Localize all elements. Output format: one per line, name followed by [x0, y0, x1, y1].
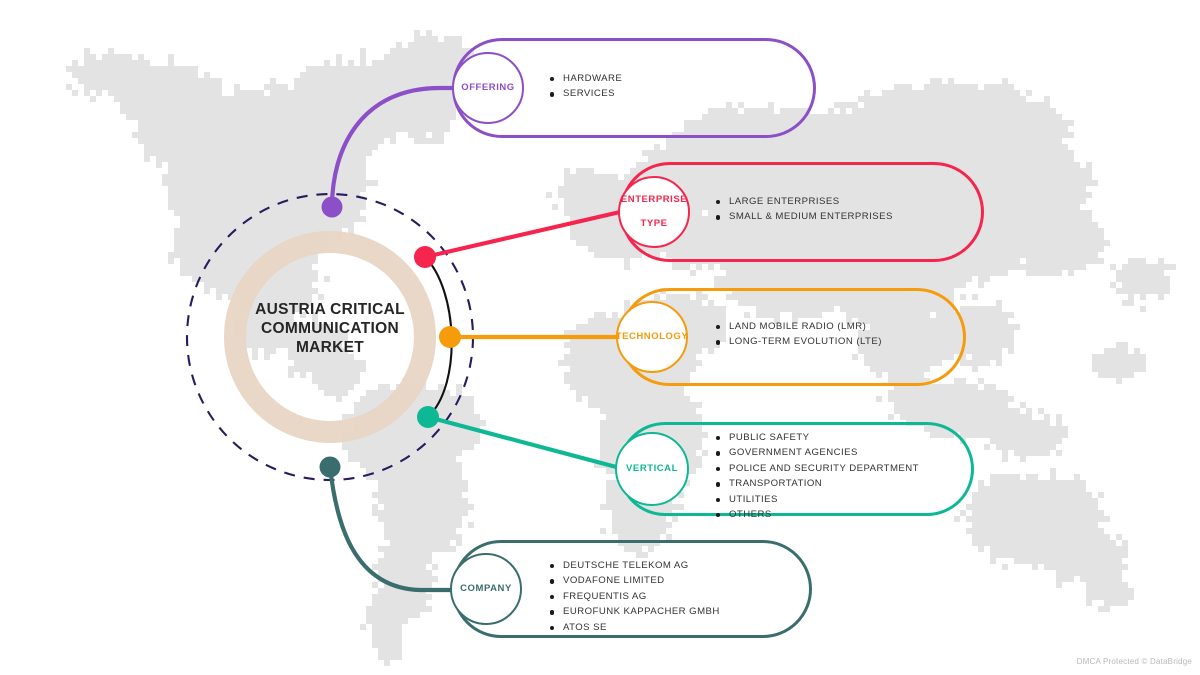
connector-enterprise-type	[422, 209, 623, 260]
connector-company	[327, 464, 455, 593]
list-item: POLICE AND SECURITY DEPARTMENT	[716, 461, 919, 476]
node-dot-technology	[439, 326, 461, 348]
branch-technology-items: LAND MOBILE RADIO (LMR) LONG-TERM EVOLUT…	[716, 319, 882, 350]
node-dot-company	[319, 456, 341, 478]
dmca-watermark: DMCA Protected © DataBridge	[1076, 657, 1192, 666]
list-item: GOVERNMENT AGENCIES	[716, 445, 919, 460]
node-dot-enterprise-type	[414, 246, 436, 268]
hub-title: AUSTRIA CRITICAL COMMUNICATION MARKET	[232, 300, 428, 357]
branch-enterprise-type-label-line-1: ENTERPRISE	[620, 194, 688, 205]
branch-offering-badge[interactable]: OFFERING	[452, 52, 524, 124]
hub-title-line-2: COMMUNICATION	[261, 320, 399, 337]
list-item: FREQUENTIS AG	[550, 589, 720, 604]
connector-vertical	[425, 414, 623, 471]
node-dot-vertical	[417, 406, 439, 428]
node-dot-offering	[321, 196, 343, 218]
list-item: UTILITIES	[716, 492, 919, 507]
branch-enterprise-type-label-line-2: TYPE	[640, 218, 668, 229]
list-item: EUROFUNK KAPPACHER GMBH	[550, 604, 720, 619]
connector-offering	[329, 85, 455, 210]
list-item: SMALL & MEDIUM ENTERPRISES	[716, 209, 893, 224]
branch-company-items: DEUTSCHE TELEKOM AG VODAFONE LIMITED FRE…	[550, 558, 720, 635]
branch-company-label: COMPANY	[460, 583, 512, 594]
list-item: LARGE ENTERPRISES	[716, 194, 893, 209]
list-item: PUBLIC SAFETY	[716, 430, 919, 445]
list-item: LONG-TERM EVOLUTION (LTE)	[716, 334, 882, 349]
list-item: HARDWARE	[550, 71, 622, 86]
list-item: SERVICES	[550, 86, 622, 101]
branch-vertical-label: VERTICAL	[626, 463, 678, 474]
hub-title-line-3: MARKET	[295, 339, 365, 356]
branch-offering-items: HARDWARE SERVICES	[550, 71, 622, 102]
branch-vertical-badge[interactable]: VERTICAL	[615, 432, 689, 506]
list-item: LAND MOBILE RADIO (LMR)	[716, 319, 882, 334]
branch-company-badge[interactable]: COMPANY	[450, 553, 522, 625]
branch-vertical-items: PUBLIC SAFETY GOVERNMENT AGENCIES POLICE…	[716, 430, 919, 522]
branch-technology-label: TECHNOLOGY	[615, 331, 689, 342]
branch-enterprise-type-badge[interactable]: ENTERPRISE TYPE	[618, 176, 690, 248]
list-item: TRANSPORTATION	[716, 476, 919, 491]
list-item: ATOS SE	[550, 620, 720, 635]
list-item: VODAFONE LIMITED	[550, 573, 720, 588]
branch-enterprise-type-label: ENTERPRISE TYPE	[621, 194, 687, 230]
list-item: DEUTSCHE TELEKOM AG	[550, 558, 720, 573]
branch-technology-badge[interactable]: TECHNOLOGY	[616, 301, 688, 373]
branch-offering-label: OFFERING	[461, 82, 515, 93]
branch-enterprise-type-items: LARGE ENTERPRISES SMALL & MEDIUM ENTERPR…	[716, 194, 893, 225]
hub-ring	[224, 231, 436, 443]
hub-title-line-1: AUSTRIA CRITICAL	[255, 301, 405, 318]
list-item: OTHERS	[716, 507, 919, 522]
